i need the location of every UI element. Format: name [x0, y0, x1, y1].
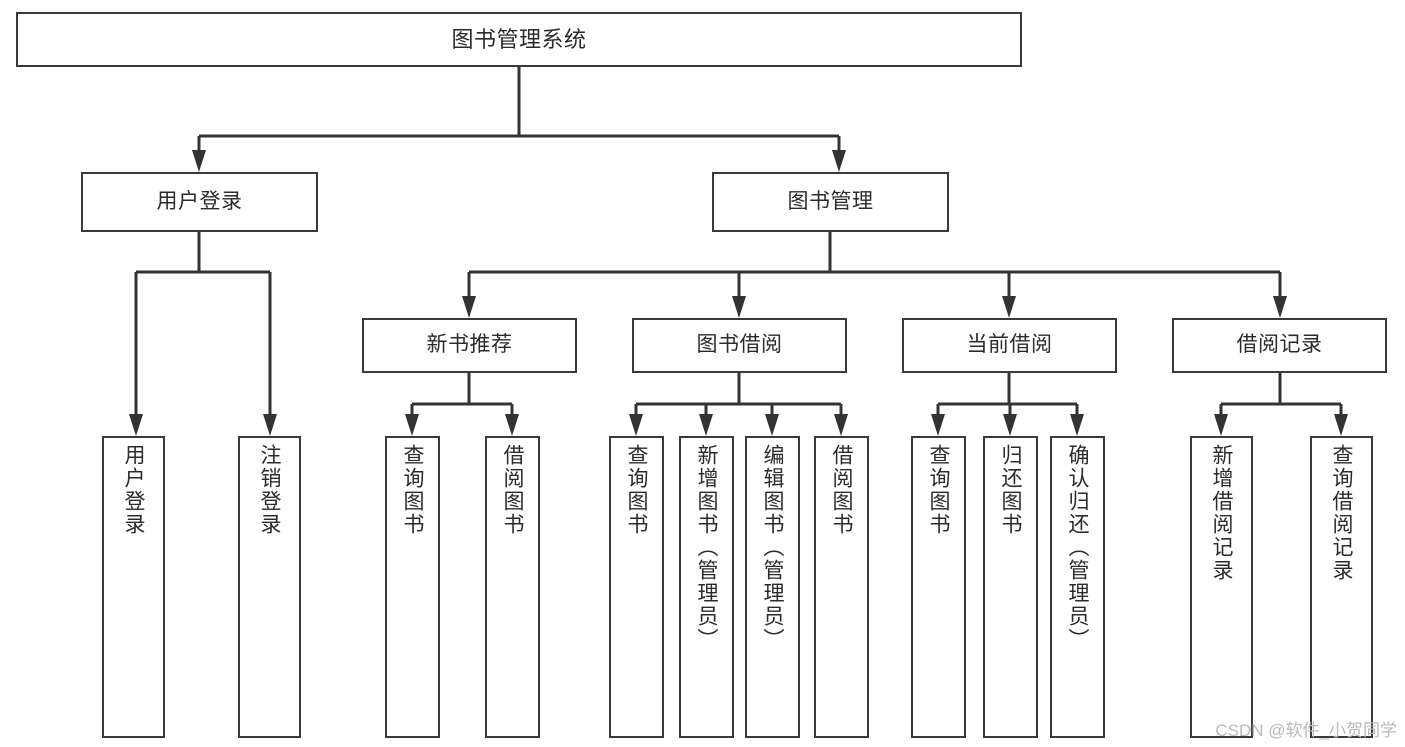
- node-leaves-label: 注销登录: [258, 444, 281, 536]
- arrowhead-7: [1273, 296, 1287, 318]
- node-leaves-新增图书管理员[interactable]: 新增图书（管理员）: [679, 436, 734, 738]
- arrowhead-0: [192, 150, 206, 172]
- node-level3-label: 借阅记录: [1236, 333, 1323, 357]
- node-level3-当前借阅[interactable]: 当前借阅: [902, 318, 1117, 373]
- arrowhead-12: [765, 414, 779, 436]
- arrowhead-10: [629, 414, 643, 436]
- node-leaves-label: 确认归还（管理员）: [1066, 444, 1089, 651]
- watermark: CSDN @软件_小贺同学: [1215, 721, 1397, 740]
- node-leaves-label: 查询图书: [625, 444, 648, 536]
- node-level2-label: 用户登录: [156, 189, 243, 213]
- node-leaves-label: 借阅图书: [830, 444, 853, 536]
- arrowhead-8: [405, 414, 419, 436]
- node-leaves-编辑图书管理员[interactable]: 编辑图书（管理员）: [745, 436, 800, 738]
- arrowhead-5: [732, 296, 746, 318]
- node-leaves-label: 编辑图书（管理员）: [761, 444, 784, 651]
- node-level2-label: 图书管理: [787, 189, 874, 213]
- arrowhead-1: [832, 150, 846, 172]
- arrowhead-9: [505, 414, 519, 436]
- arrowhead-3: [263, 414, 277, 436]
- arrowhead-13: [834, 414, 848, 436]
- node-leaves-label: 借阅图书: [501, 444, 524, 536]
- node-level3-label: 当前借阅: [966, 333, 1053, 357]
- node-leaves-label: 用户登录: [122, 444, 145, 536]
- node-leaves-借阅图书[interactable]: 借阅图书: [814, 436, 869, 738]
- node-leaves-借阅图书[interactable]: 借阅图书: [485, 436, 540, 738]
- node-root-label: 图书管理系统: [451, 26, 587, 52]
- node-leaves-注销登录[interactable]: 注销登录: [238, 436, 301, 738]
- node-level3-label: 新书推荐: [426, 333, 513, 357]
- node-leaves-label: 查询图书: [401, 444, 424, 536]
- node-level2-用户登录[interactable]: 用户登录: [81, 172, 318, 232]
- node-level3-借阅记录[interactable]: 借阅记录: [1172, 318, 1387, 373]
- node-leaves-查询图书[interactable]: 查询图书: [609, 436, 664, 738]
- arrowhead-14: [931, 414, 945, 436]
- arrowhead-2: [129, 414, 143, 436]
- arrowhead-17: [1214, 414, 1228, 436]
- node-leaves-label: 查询图书: [927, 444, 950, 536]
- node-leaves-label: 归还图书: [999, 444, 1022, 536]
- node-leaves-label: 新增图书（管理员）: [695, 444, 718, 651]
- node-root[interactable]: 图书管理系统: [16, 12, 1022, 67]
- node-leaves-确认归还管理员[interactable]: 确认归还（管理员）: [1050, 436, 1105, 738]
- arrowhead-16: [1070, 414, 1084, 436]
- node-level3-图书借阅[interactable]: 图书借阅: [632, 318, 847, 373]
- node-leaves-新增借阅记录[interactable]: 新增借阅记录: [1190, 436, 1253, 738]
- node-leaves-查询借阅记录[interactable]: 查询借阅记录: [1310, 436, 1373, 738]
- node-level2-图书管理[interactable]: 图书管理: [712, 172, 949, 232]
- node-leaves-label: 新增借阅记录: [1210, 444, 1233, 582]
- arrowhead-11: [699, 414, 713, 436]
- arrowhead-15: [1003, 414, 1017, 436]
- node-leaves-label: 查询借阅记录: [1330, 444, 1353, 582]
- arrowhead-6: [1002, 296, 1016, 318]
- node-leaves-查询图书[interactable]: 查询图书: [911, 436, 966, 738]
- node-leaves-归还图书[interactable]: 归还图书: [983, 436, 1038, 738]
- arrowhead-18: [1334, 414, 1348, 436]
- node-leaves-用户登录[interactable]: 用户登录: [102, 436, 165, 738]
- node-level3-label: 图书借阅: [696, 333, 783, 357]
- node-leaves-查询图书[interactable]: 查询图书: [385, 436, 440, 738]
- arrowhead-4: [462, 296, 476, 318]
- node-level3-新书推荐[interactable]: 新书推荐: [362, 318, 577, 373]
